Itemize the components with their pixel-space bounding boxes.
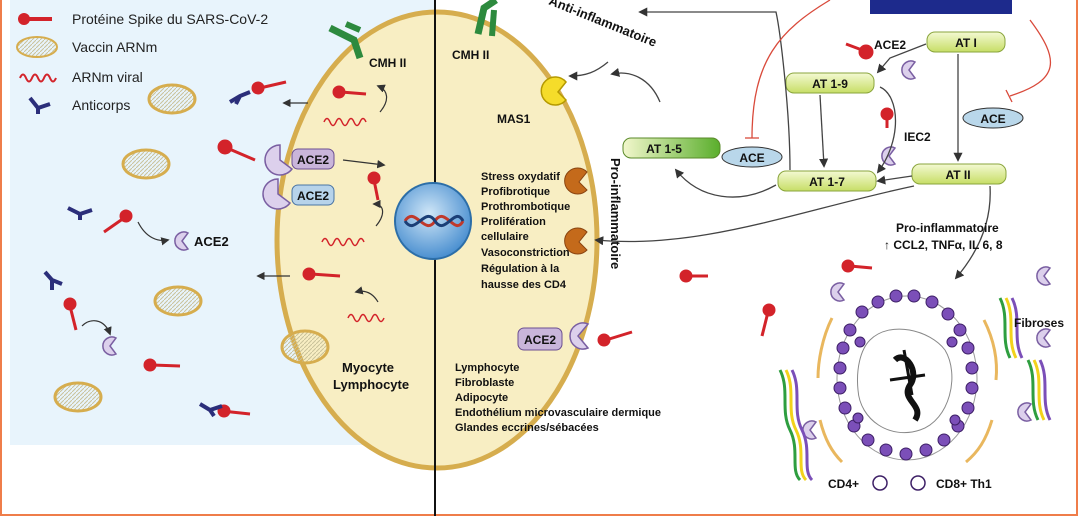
cd8-cell-icon	[910, 475, 926, 491]
at-1-9-label: AT 1-9	[812, 77, 848, 91]
pro-inflammatory-vertical-label: Pro-inflammatoire	[608, 158, 623, 269]
at-1-9-pill: AT 1-9	[785, 72, 875, 94]
mas1-receptor-icon	[540, 76, 568, 106]
effect-7: hausse des CD4	[481, 279, 567, 291]
effect-1: Profibrotique	[481, 186, 550, 198]
pathway-ace2-label: ACE2	[874, 38, 906, 52]
receptor-brown-2-icon	[564, 227, 588, 255]
antibody-legend-icon	[28, 96, 51, 114]
at-i-pill: AT I	[926, 31, 1006, 53]
effect-2: Prothrombotique	[481, 201, 570, 213]
ace2-box-b: ACE2	[291, 184, 335, 206]
ace-right-label: ACE	[980, 112, 1005, 126]
immune-infiltrate-cluster	[836, 295, 978, 461]
at-1-5-pill: AT 1-5	[622, 137, 721, 159]
effect-3: Prolifération	[481, 216, 546, 228]
ace2-box-a: ACE2	[291, 148, 335, 170]
receptor-brown-1-icon	[564, 167, 588, 195]
viral-rna-strands	[321, 117, 385, 323]
legend-spike-label: Protéine Spike du SARS-CoV-2	[72, 11, 268, 27]
cell-type-right-3: Endothélium microvasculaire dermique	[455, 407, 661, 419]
cd8-label: CD8+ Th1	[936, 477, 992, 491]
vaccine-particles	[53, 83, 330, 413]
ace-mid-label: ACE	[739, 151, 764, 165]
at-1-7-label: AT 1-7	[809, 175, 845, 189]
legend-viral-rna-label: ARNm viral	[72, 69, 143, 85]
ace-mid-pill: ACE	[721, 146, 783, 168]
effect-0: Stress oxydatif	[481, 171, 560, 183]
cell-type-left-1: Lymphocyte	[333, 377, 409, 392]
mhc-ii-icon-left	[328, 21, 364, 60]
spike-proteins	[63, 42, 894, 418]
cd4-label: CD4+	[828, 477, 859, 491]
cell-type-right-0: Lymphocyte	[455, 362, 519, 374]
pathway-arrows	[568, 7, 991, 280]
ace2-free-label: ACE2	[194, 234, 229, 249]
spike-legend-icon	[18, 13, 52, 25]
at-ii-label: AT II	[945, 168, 970, 182]
ace2-box-lower: ACE2	[517, 327, 563, 351]
cell-type-left-0: Myocyte	[342, 360, 394, 375]
pro-inflammatory-label: Pro-inflammatoire	[896, 221, 999, 235]
mas1-label: MAS1	[497, 112, 531, 126]
inhibition-lines	[745, 0, 1052, 139]
iec2-label: IEC2	[904, 130, 931, 144]
viral-rna-legend-icon	[19, 73, 57, 83]
ace-right-pill: ACE	[962, 107, 1024, 129]
legend: Protéine Spike du SARS-CoV-2 Vaccin ARNm…	[16, 11, 268, 114]
ace2-pacman-icons	[102, 60, 1052, 440]
ace2-label-a: ACE2	[297, 153, 329, 167]
mhc-label-right: CMH II	[452, 48, 489, 62]
cytokines-label: ↑ CCL2, TNFα, IL 6, 8	[884, 238, 1003, 252]
top-header-box	[870, 0, 1012, 14]
effect-4: cellulaire	[481, 231, 529, 243]
cell-type-right-4: Glandes eccrines/sébacées	[455, 422, 599, 434]
vaccine-legend-icon	[16, 36, 58, 58]
collagen-fibers	[778, 297, 1052, 482]
cell-type-right-2: Adipocyte	[455, 392, 508, 404]
cell-arrows	[81, 84, 388, 336]
anti-inflammatory-label: Anti-inflammatoire	[547, 0, 659, 50]
at-i-label: AT I	[955, 36, 977, 50]
at-1-7-pill: AT 1-7	[777, 170, 877, 192]
fibroblast-shapes	[816, 317, 998, 464]
mhc-label-left: CMH II	[369, 56, 406, 70]
cell-type-right-1: Fibroblaste	[455, 377, 514, 389]
cell-types-right: Lymphocyte Fibroblaste Adipocyte Endothé…	[455, 362, 661, 434]
nucleus-icon	[394, 182, 472, 260]
fibroses-label: Fibroses	[1014, 316, 1064, 330]
ace2-label-lower: ACE2	[524, 333, 556, 347]
effect-5: Vasoconstriction	[481, 247, 570, 259]
mhc-ii-icon-right	[474, 0, 498, 37]
legend-vaccine-label: Vaccin ARNm	[72, 39, 157, 55]
cd4-cell-icon	[872, 475, 888, 491]
lymphocyte-dots	[833, 289, 979, 461]
ace2-label-b: ACE2	[297, 189, 329, 203]
antibodies	[43, 90, 251, 418]
effect-6: Régulation à la	[481, 263, 560, 275]
at-1-5-label: AT 1-5	[646, 142, 682, 156]
at-ii-pill: AT II	[911, 163, 1007, 185]
effects-list: Stress oxydatif Profibrotique Prothrombo…	[481, 171, 570, 291]
legend-antibody-label: Anticorps	[72, 97, 130, 113]
